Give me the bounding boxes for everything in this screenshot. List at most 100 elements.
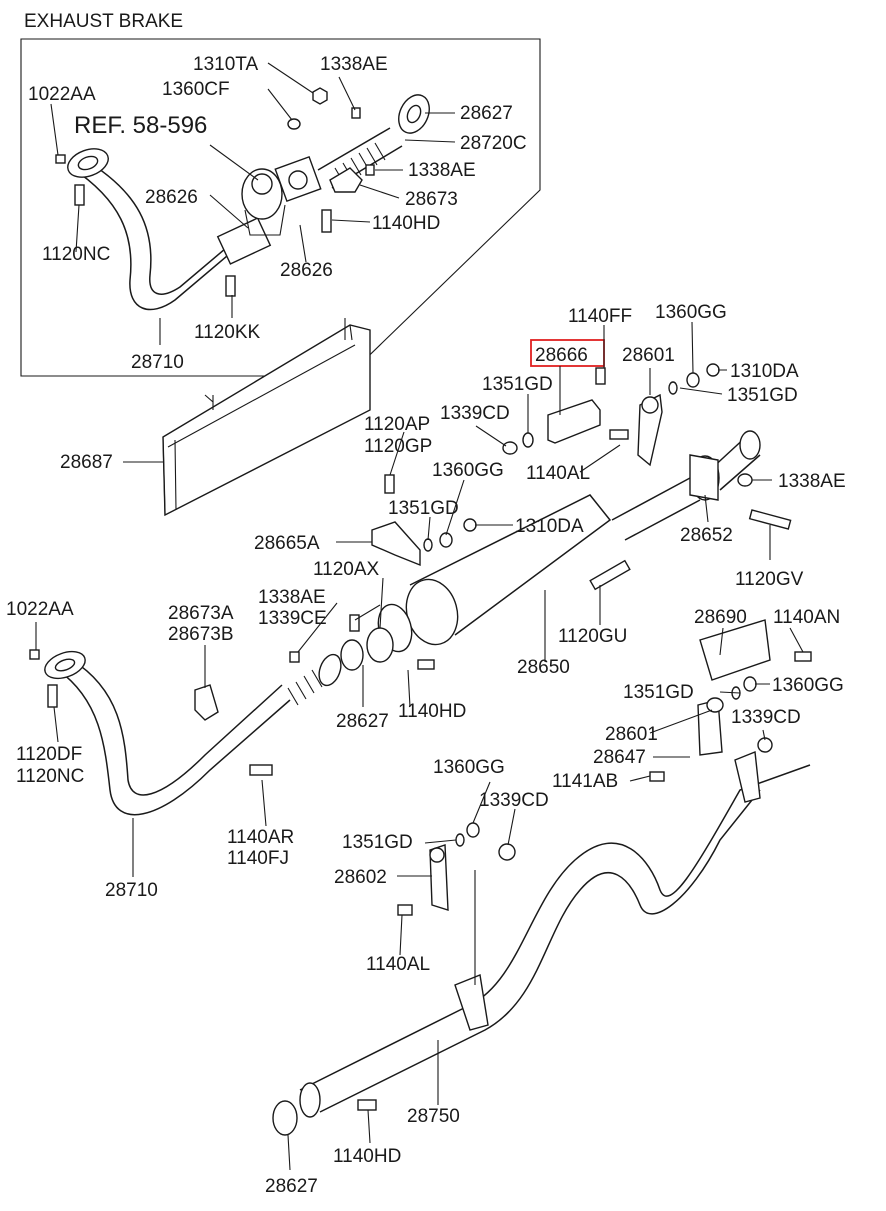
label-1339CD-c: 1339CD xyxy=(479,790,549,811)
label-1120AX: 1120AX xyxy=(313,559,380,580)
nut-1022AA-b xyxy=(29,649,40,660)
washer-1351GD-e xyxy=(455,833,465,847)
label-28626-b: 28626 xyxy=(280,260,333,281)
flange-28650-front xyxy=(366,627,394,663)
label-1140HD-a: 1140HD xyxy=(372,213,440,234)
label-1022AA-a: 1022AA xyxy=(28,84,96,105)
label-28750: 28750 xyxy=(407,1106,460,1127)
label-28601-a: 28601 xyxy=(622,345,675,366)
inset-exhaust-brake-valve xyxy=(241,155,322,236)
gasket-28627-b xyxy=(340,639,364,671)
label-1310TA: 1310TA xyxy=(193,54,258,75)
bracket-28690 xyxy=(699,619,771,681)
hanger-28665A xyxy=(371,521,421,567)
nut-1022AA-a xyxy=(55,154,66,164)
label-1141AB: 1141AB xyxy=(552,771,618,792)
label-1360GG-a: 1360GG xyxy=(655,302,727,323)
label-1360GG-d: 1360GG xyxy=(433,757,505,778)
hanger-28601-upper xyxy=(637,393,663,467)
label-1360CF: 1360CF xyxy=(162,79,230,100)
label-28627-c: 28627 xyxy=(265,1176,318,1197)
bolt-1140AL-a xyxy=(609,429,629,440)
label-1351GD-d: 1351GD xyxy=(623,682,694,703)
bracket-28652 xyxy=(689,454,719,501)
bolt-1120DF xyxy=(47,684,58,708)
label-28627-a: 28627 xyxy=(460,103,513,124)
tail-pipe-28750 xyxy=(272,697,811,1136)
washer-1360GG-c xyxy=(743,676,757,692)
bolt-1140AL-b xyxy=(397,904,413,916)
washer-1360GG-b xyxy=(439,532,453,548)
label-28652: 28652 xyxy=(680,525,733,546)
washer-1351GD-a xyxy=(522,432,534,448)
label-28601-b: 28601 xyxy=(605,724,658,745)
nut-1310DA-a xyxy=(706,363,720,377)
bolt-1140AR xyxy=(249,764,273,776)
nut-1339CD-c xyxy=(498,843,516,861)
label-1310DA-a: 1310DA xyxy=(730,361,799,382)
nut-1310TA xyxy=(312,87,328,105)
label-1140AN: 1140AN xyxy=(773,607,840,628)
label-28690: 28690 xyxy=(694,607,747,628)
bolt-1120GU xyxy=(589,559,631,591)
heat-shield-28687 xyxy=(162,318,371,517)
label-28673: 28673 xyxy=(405,189,458,210)
washer-1360CF xyxy=(287,118,301,130)
nut-1339CD-a xyxy=(502,441,518,455)
label-1120KK: 1120KK xyxy=(194,322,261,343)
label-1339CD-a: 1339CD xyxy=(440,403,510,424)
bolt-1140HD-c xyxy=(357,1099,377,1111)
label-28666: 28666 xyxy=(535,345,588,366)
label-1140HD-c: 1140HD xyxy=(333,1146,401,1167)
bolt-1140HD-a xyxy=(321,209,332,233)
label-1339CD-b: 1339CD xyxy=(731,707,801,728)
label-1338AE-c: 1338AE xyxy=(778,471,846,492)
ref-label: REF. 58-596 xyxy=(74,112,207,139)
label-1351GD-e: 1351GD xyxy=(342,832,413,853)
label-28720C: 28720C xyxy=(460,133,527,154)
bolt-1140HD-b xyxy=(417,659,435,670)
label-1351GD-b: 1351GD xyxy=(727,385,798,406)
bolt-1120GV xyxy=(748,509,792,530)
nut-1338AE-b xyxy=(365,164,375,176)
label-28627-b: 28627 xyxy=(336,711,389,732)
washer-1351GD-c xyxy=(423,538,433,552)
exhaust-brake-inset-frame xyxy=(20,38,541,377)
washer-1351GD-b xyxy=(668,381,678,395)
label-1338AE-b: 1338AE xyxy=(408,160,476,181)
label-28665A: 28665A xyxy=(254,533,320,554)
label-1022AA-b: 1022AA xyxy=(6,599,74,620)
label-1351GD-c: 1351GD xyxy=(388,498,459,519)
label-1120AP: 1120AP xyxy=(364,414,430,435)
label-1360GG-c: 1360GG xyxy=(772,675,844,696)
bracket-28673A xyxy=(194,684,219,721)
label-1140AL-b: 1140AL xyxy=(366,954,430,975)
label-28626-a: 28626 xyxy=(145,187,198,208)
label-1339CE: 1339CE xyxy=(258,608,327,629)
nut-1338AE-d xyxy=(289,651,300,663)
label-1120GV: 1120GV xyxy=(735,569,804,590)
bolt-1120AX xyxy=(349,614,360,632)
bolt-1120KK xyxy=(225,275,236,297)
bolt-1140AN xyxy=(794,651,812,662)
label-1120DF: 1120DF xyxy=(16,744,82,765)
label-28673B: 28673B xyxy=(168,624,234,645)
diagram-title: EXHAUST BRAKE xyxy=(24,11,183,32)
label-1310DA-b: 1310DA xyxy=(515,516,584,537)
label-1120NC-b: 1120NC xyxy=(16,766,84,787)
label-1360GG-b: 1360GG xyxy=(432,460,504,481)
bolt-1120NC-a xyxy=(74,184,85,206)
label-1140FJ: 1140FJ xyxy=(227,848,289,869)
label-28602: 28602 xyxy=(334,867,387,888)
label-28710-a: 28710 xyxy=(131,352,184,373)
label-1338AE-a: 1338AE xyxy=(320,54,388,75)
label-1120GP: 1120GP xyxy=(364,436,432,457)
label-1140FF: 1140FF xyxy=(568,306,632,327)
inset-bracket-28673 xyxy=(329,167,363,193)
nut-1338AE-a xyxy=(351,107,361,119)
washer-1360GG-a xyxy=(686,372,700,388)
label-1140AR: 1140AR xyxy=(227,827,294,848)
label-28710-b: 28710 xyxy=(105,880,158,901)
nut-1338AE-c xyxy=(737,473,753,487)
